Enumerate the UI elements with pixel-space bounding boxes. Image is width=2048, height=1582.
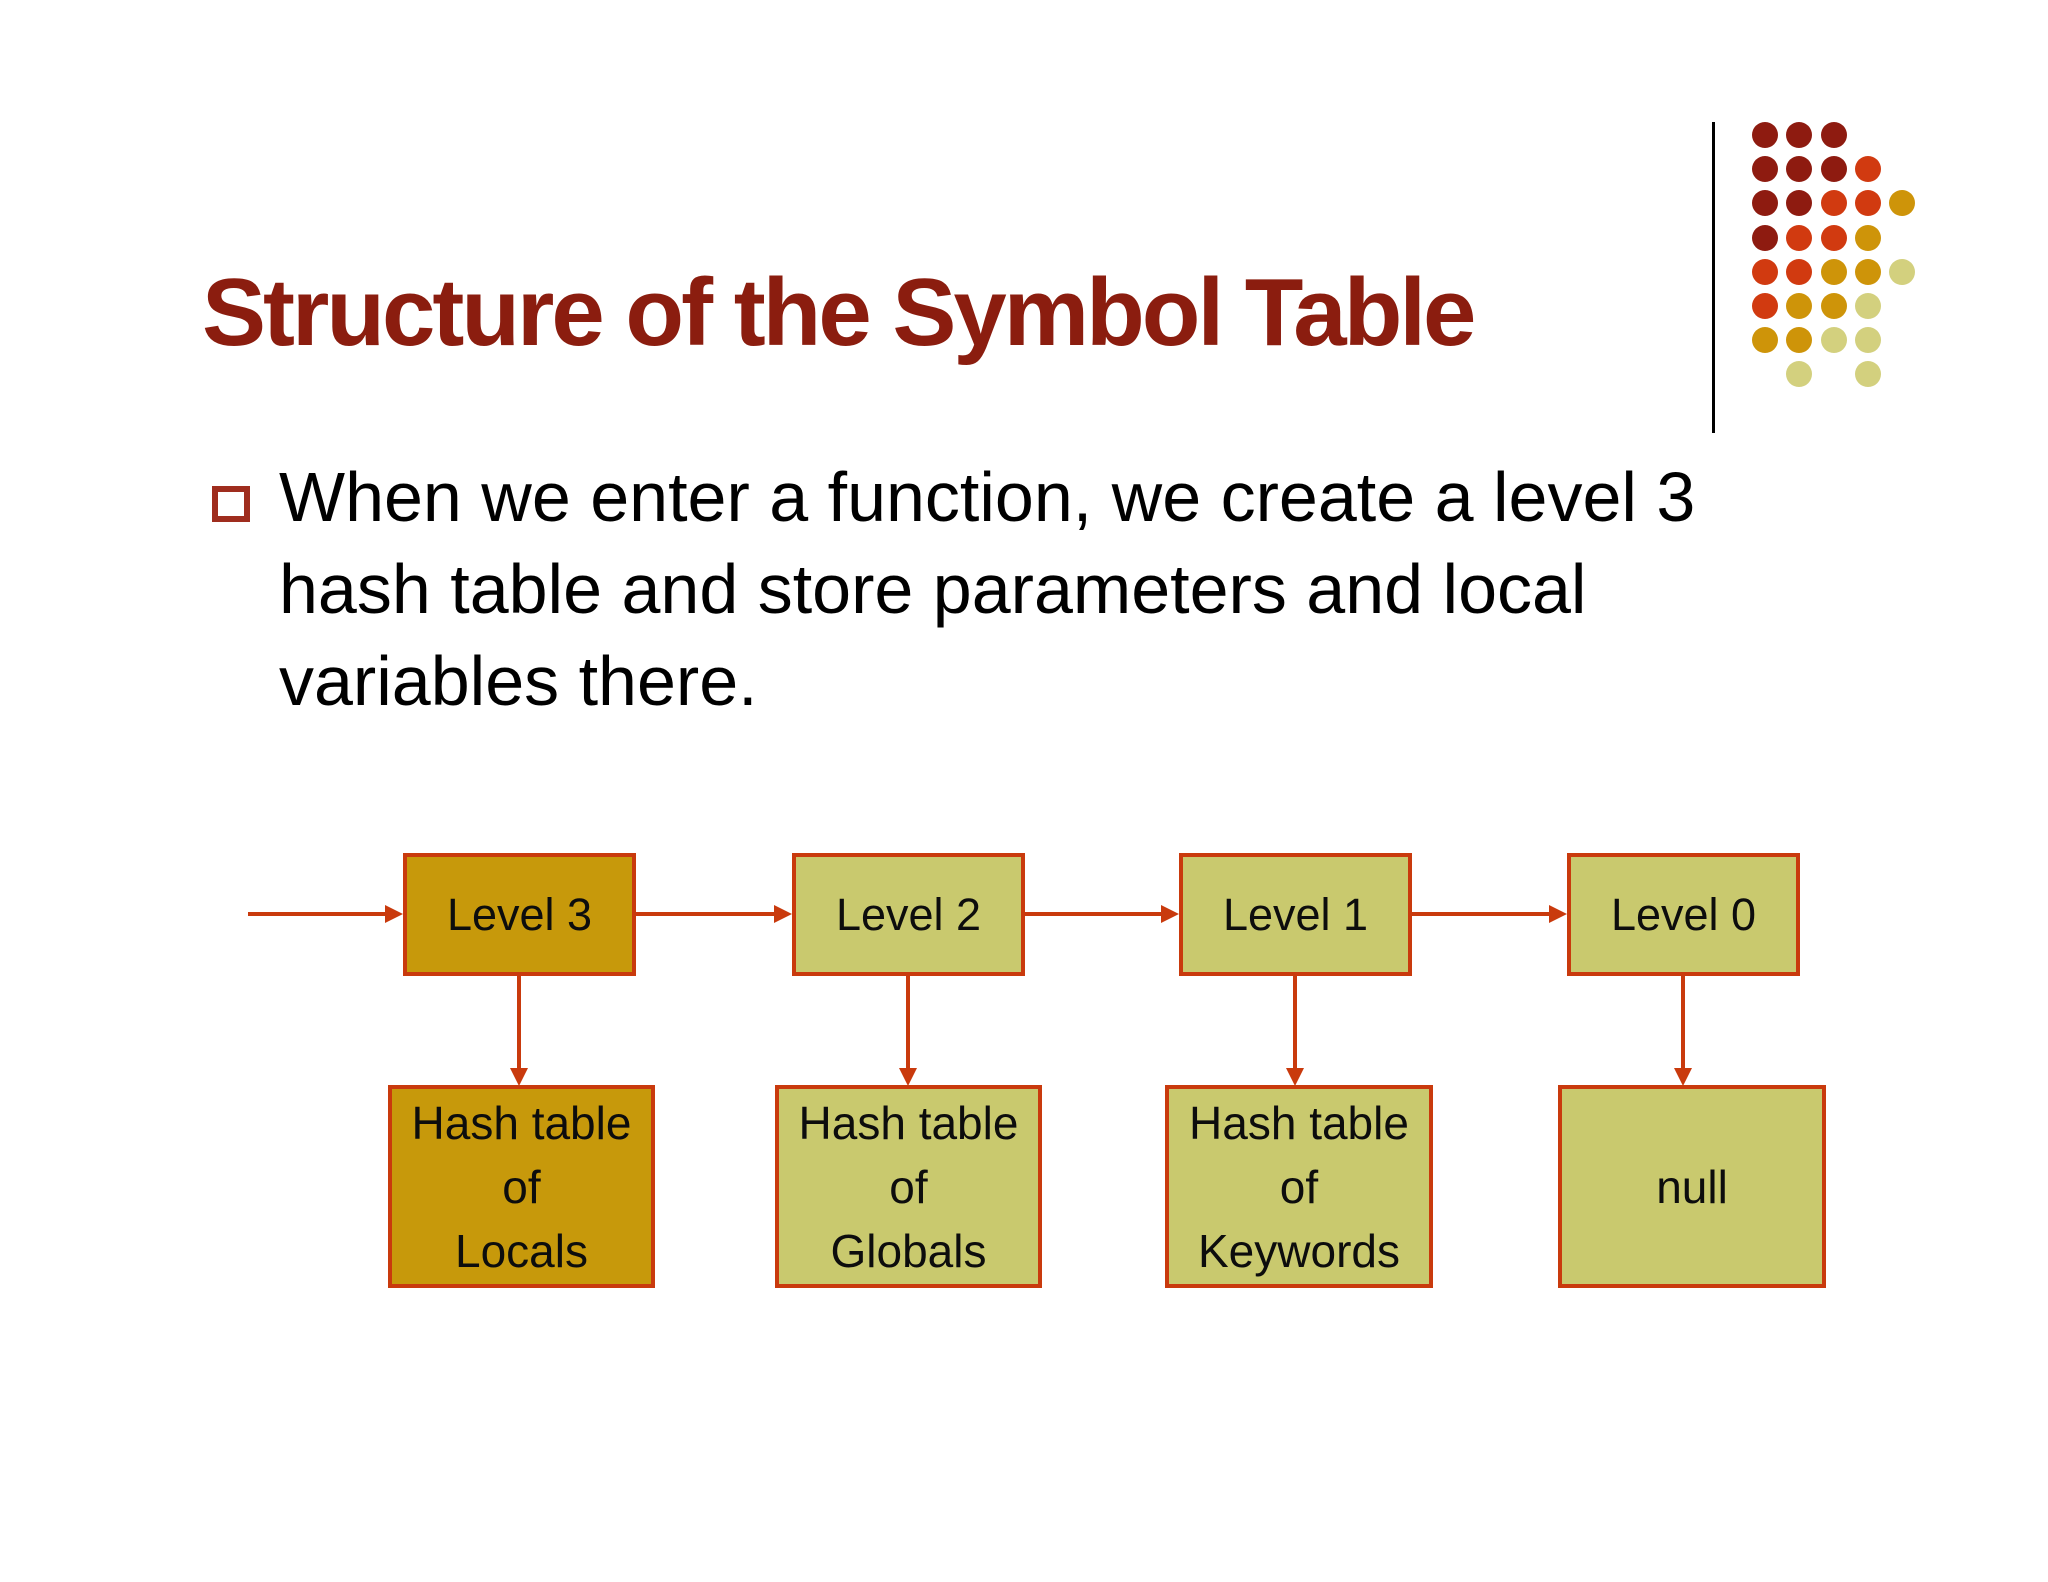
bullet-text: When we enter a function, we create a le… — [279, 451, 1695, 727]
bullet-square-icon — [212, 486, 250, 522]
hash-table-keywords-node: Hash table of Keywords — [1165, 1085, 1433, 1288]
deco-dot — [1854, 293, 1881, 319]
deco-dot — [1786, 361, 1813, 388]
arrow-level1-to-keywords — [1286, 976, 1304, 1086]
deco-dot — [1820, 122, 1847, 148]
deco-dot — [1752, 122, 1778, 148]
deco-dot — [1889, 190, 1916, 217]
deco-dot — [1854, 361, 1881, 388]
deco-dot — [1854, 224, 1881, 251]
hash-table-locals-node: Hash table of Locals — [388, 1085, 655, 1288]
deco-dot — [1820, 327, 1847, 354]
hash-table-globals-node: Hash table of Globals — [775, 1085, 1042, 1288]
deco-dot — [1820, 224, 1847, 251]
deco-dot — [1752, 293, 1778, 319]
deco-dot — [1854, 190, 1881, 217]
deco-dot — [1820, 293, 1847, 319]
deco-dot — [1752, 258, 1778, 285]
deco-dot — [1854, 156, 1881, 183]
slide-title: Structure of the Symbol Table — [202, 259, 1476, 366]
bullet-text-line: When we enter a function, we create a le… — [279, 458, 1696, 536]
level2-node: Level 2 — [792, 853, 1025, 976]
level1-node: Level 1 — [1179, 853, 1412, 976]
arrow-level3-to-level2 — [636, 905, 792, 923]
deco-dot — [1820, 258, 1847, 285]
deco-dot — [1889, 258, 1916, 285]
deco-dot — [1752, 224, 1778, 251]
deco-dot — [1820, 156, 1847, 183]
deco-dot — [1752, 190, 1778, 217]
bullet-text-line: hash table and store parameters and loca… — [279, 550, 1587, 628]
level0-node: Level 0 — [1567, 853, 1800, 976]
level3-node: Level 3 — [403, 853, 636, 976]
deco-dot — [1786, 258, 1813, 285]
deco-dot — [1820, 190, 1847, 217]
deco-dot — [1752, 327, 1778, 354]
deco-dot — [1752, 156, 1778, 183]
deco-dot — [1786, 122, 1813, 148]
deco-dot — [1854, 258, 1881, 285]
arrow-level3-to-locals — [510, 976, 528, 1086]
deco-dot — [1786, 156, 1813, 183]
arrow-level1-to-level0 — [1411, 905, 1567, 923]
arrow-level0-to-null — [1674, 976, 1692, 1086]
bullet-text-line: variables there. — [279, 642, 758, 720]
null-node: null — [1558, 1085, 1826, 1288]
deco-dot — [1786, 190, 1813, 217]
deco-dot — [1786, 224, 1813, 251]
dots-pattern — [1752, 122, 1932, 402]
arrow-level2-to-level1 — [1024, 905, 1179, 923]
deco-dot — [1786, 327, 1813, 354]
deco-dot — [1854, 327, 1881, 354]
arrow-level2-to-globals — [899, 976, 917, 1086]
arrow-into-level3 — [248, 905, 403, 923]
divider-line — [1712, 122, 1715, 433]
deco-dot — [1786, 293, 1813, 319]
